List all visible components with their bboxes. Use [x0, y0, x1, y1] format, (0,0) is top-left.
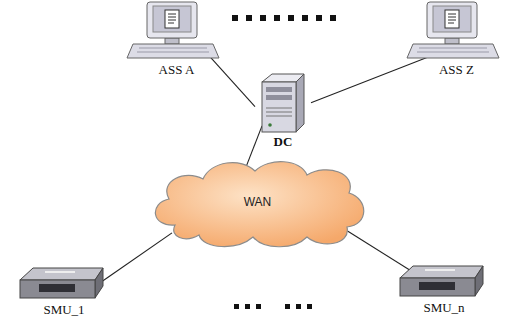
node-label: WAN — [145, 155, 370, 250]
server-graphic — [248, 72, 310, 134]
server: DC — [248, 72, 318, 149]
network-link — [98, 233, 172, 284]
device-graphic — [395, 260, 485, 300]
network-link — [207, 54, 255, 107]
measurement-unit: SMU_n — [395, 260, 493, 315]
workstation: ASS A — [125, 0, 228, 77]
server-icon — [262, 74, 304, 132]
node-label: ASS A — [125, 62, 228, 77]
computer-icon — [127, 2, 219, 58]
network-label: WAN — [244, 195, 272, 210]
computer-graphic — [125, 0, 220, 62]
computer-graphic — [405, 0, 500, 62]
network-cloud: WAN — [145, 155, 370, 250]
node-label: SMU_n — [395, 300, 493, 315]
computer-icon — [407, 2, 499, 58]
device-icon — [20, 268, 103, 298]
network-link — [246, 126, 262, 166]
node-label: ASS Z — [405, 62, 508, 77]
cloud-shape — [155, 162, 363, 247]
device-graphic — [15, 262, 105, 302]
workstation: ASS Z — [405, 0, 508, 77]
node-label: DC — [248, 134, 318, 149]
node-label: SMU_1 — [15, 302, 113, 317]
measurement-unit: SMU_1 — [15, 262, 113, 317]
device-icon — [400, 266, 483, 296]
network-link — [311, 54, 436, 103]
